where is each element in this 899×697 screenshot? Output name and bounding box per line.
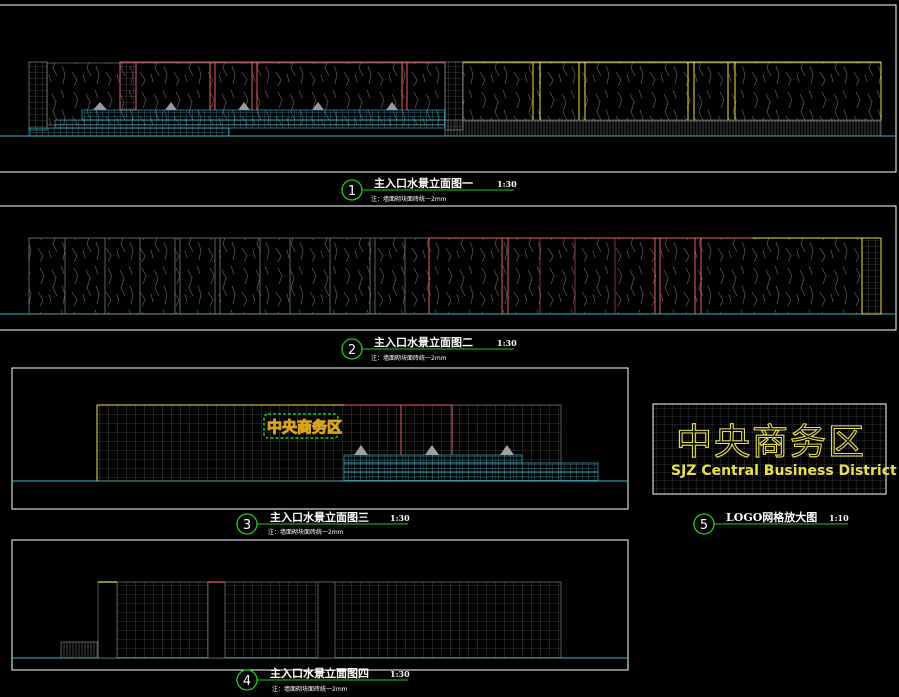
view3-note: 注：墙面砌块面砖统一2mm: [268, 528, 344, 536]
view4-scale: 1:30: [390, 669, 410, 679]
view1-number: 1: [348, 184, 356, 199]
view5-title: LOGO网格放大图: [726, 510, 817, 524]
view2-scale: 1:30: [497, 338, 517, 348]
logo-grid-view: 中央商务区 SJZ Central Business District: [652, 403, 897, 495]
elevation-view-4: [11, 539, 629, 671]
view3-scale: 1:30: [390, 513, 410, 523]
view1-title: 主入口水景立面图一: [374, 176, 473, 190]
view5-number: 5: [700, 518, 708, 533]
view4-title-block: 4 主入口水景立面图四 1:30 注：墙面砌块面砖统一2mm: [236, 666, 410, 693]
view4-title: 主入口水景立面图四: [270, 666, 369, 680]
elevation-view-1: [0, 4, 897, 173]
elevation-view-3: 中央商务区: [11, 367, 629, 510]
logo-en-text: SJZ Central Business District: [671, 463, 897, 479]
view2-note: 注：墙面砌块面砖统一2mm: [371, 354, 447, 362]
view4-note: 注：墙面砌块面砖统一2mm: [272, 685, 348, 693]
view5-scale: 1:10: [829, 513, 849, 523]
view3-frame: [11, 367, 629, 510]
view2-title-block: 2 主入口水景立面图二 1:30 注：墙面砌块面砖统一2mm: [341, 335, 517, 362]
view1-scale: 1:30: [497, 179, 517, 189]
logo-cn-text: 中央商务区: [676, 422, 866, 463]
elevation-view-2: [0, 205, 897, 331]
view4-frame: [11, 539, 629, 671]
view1-title-block: 1 主入口水景立面图一 1:30 注：墙面砌块面砖统一2mm: [341, 176, 517, 203]
view3-number: 3: [243, 518, 251, 533]
logo-frame: [652, 403, 887, 495]
view1-note: 注：墙面砌块面砖统一2mm: [371, 195, 447, 203]
view2-title: 主入口水景立面图二: [374, 335, 473, 349]
view5-title-block: 5 LOGO网格放大图 1:10: [693, 510, 849, 535]
logo-chip-text: 中央商务区: [267, 418, 342, 436]
view3-title: 主入口水景立面图三: [270, 510, 369, 524]
view2-frame: [0, 205, 897, 331]
logo-chip-outline: [263, 413, 339, 439]
view4-number: 4: [243, 674, 251, 689]
view3-title-block: 3 主入口水景立面图三 1:30 注：墙面砌块面砖统一2mm: [236, 510, 410, 536]
view1-frame: [0, 4, 897, 173]
view2-number: 2: [348, 343, 356, 358]
